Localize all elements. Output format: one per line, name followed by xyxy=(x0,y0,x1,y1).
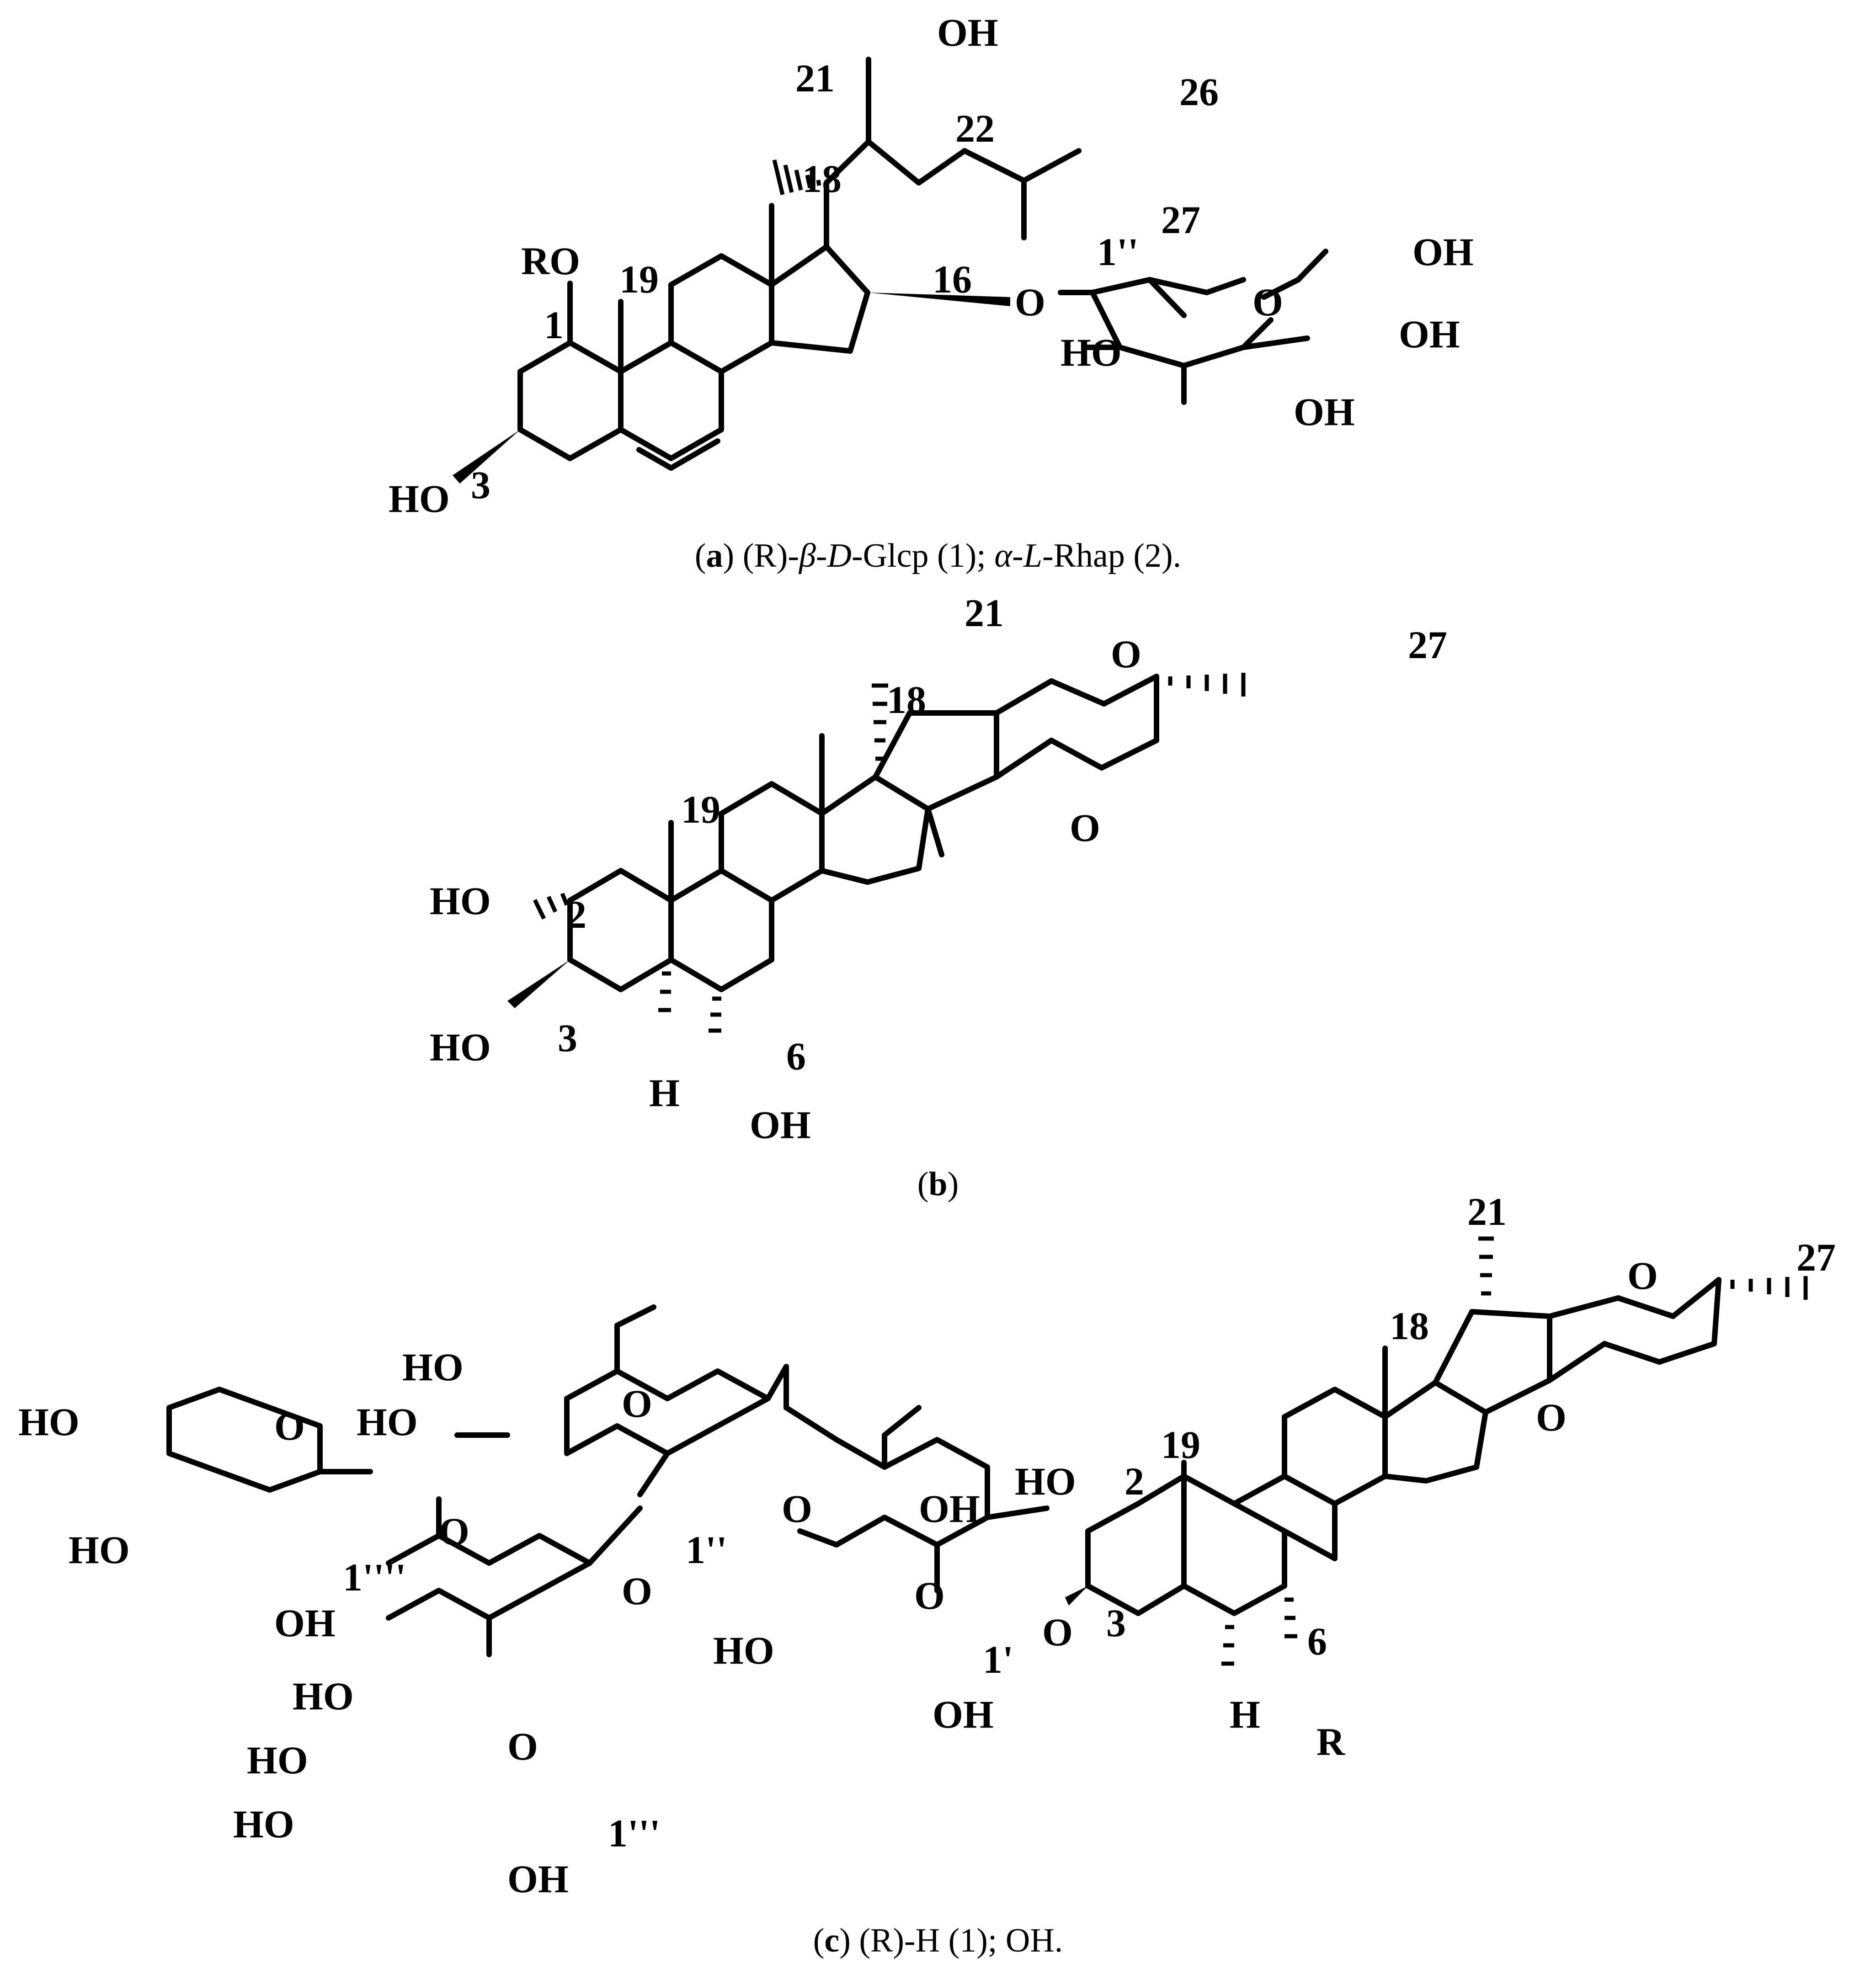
label-c-r: R xyxy=(1316,1720,1345,1764)
label-b-o-mid: O xyxy=(1070,806,1100,850)
label-b-3: 3 xyxy=(558,1016,577,1060)
label-b-h: H xyxy=(649,1071,680,1115)
label-a-ho-sugar: HO xyxy=(1061,330,1122,374)
label-b-oh-6: OH xyxy=(750,1103,811,1147)
label-c-ho-2: HO xyxy=(1015,1459,1076,1503)
label-b-18: 18 xyxy=(887,678,926,722)
label-a-27: 27 xyxy=(1161,198,1200,242)
label-c-o-xyl: O xyxy=(274,1404,305,1448)
label-a-21: 21 xyxy=(795,56,835,100)
label-a-oh-r1: OH xyxy=(1412,230,1474,274)
label-c-6: 6 xyxy=(1307,1619,1327,1663)
label-c-o-top: O xyxy=(1627,1254,1658,1298)
label-c-1pppp: 1'''' xyxy=(343,1555,406,1599)
hatch-c21 xyxy=(772,159,821,196)
caption-c: (c) (R)-H (1); OH. xyxy=(813,1922,1063,1959)
label-c-ho-xyl1: HO xyxy=(18,1400,80,1444)
hatch-b xyxy=(533,673,1246,1033)
hatch-c xyxy=(1221,1236,1808,1666)
caption-a: (a) (R)-β-D-Glcp (1); α-L-Rhap (2). xyxy=(695,537,1181,574)
structure-b: 21 O 27 18 O 19 HO 2 HO 3 6 H OH (b) xyxy=(430,591,1447,1203)
label-a-22: 22 xyxy=(955,106,995,150)
label-c-ho-gal: HO xyxy=(713,1628,774,1672)
label-c-o-link4: O xyxy=(622,1569,652,1613)
label-a-18: 18 xyxy=(802,157,842,201)
label-b-21: 21 xyxy=(965,591,1004,635)
structure-c: 21 O 27 18 HO 19 O O O HO HO HO 2 O OH H… xyxy=(18,1190,1836,1959)
label-c-19: 19 xyxy=(1161,1423,1200,1467)
label-c-21: 21 xyxy=(1467,1190,1507,1234)
label-a-ro: RO xyxy=(521,239,580,283)
label-c-ho-xyl2: HO xyxy=(69,1528,130,1572)
label-c-oh-gal: OH xyxy=(919,1487,980,1531)
label-b-6: 6 xyxy=(786,1034,806,1078)
label-c-o-mid: O xyxy=(1536,1395,1567,1439)
label-a-1pp: 1'' xyxy=(1097,230,1139,274)
structure-a: OH 21 22 26 18 27 RO 19 1'' OH 1 16 O O … xyxy=(389,11,1474,574)
label-c-o-gal: O xyxy=(914,1574,945,1617)
label-c-o-link1: O xyxy=(1042,1610,1073,1654)
label-b-27: 27 xyxy=(1408,623,1447,667)
label-c-27: 27 xyxy=(1796,1235,1836,1279)
label-c-ho-glc3a: HO xyxy=(293,1674,354,1718)
label-a-1: 1 xyxy=(544,303,564,347)
label-c-o-glc3: O xyxy=(507,1724,538,1768)
label-c-o-link2: O xyxy=(782,1487,812,1531)
label-c-h: H xyxy=(1230,1692,1260,1736)
label-a-ho-3: HO xyxy=(389,477,450,521)
label-a-oh-top: OH xyxy=(937,11,998,54)
label-a-26: 26 xyxy=(1179,70,1219,114)
label-a-3: 3 xyxy=(471,463,490,507)
label-b-o-top: O xyxy=(1111,632,1141,676)
label-b-ho-3: HO xyxy=(430,1025,491,1069)
label-a-19: 19 xyxy=(619,257,659,301)
label-b-19: 19 xyxy=(681,787,720,831)
label-c-oh-gal2: OH xyxy=(933,1692,994,1736)
label-c-o-link3: O xyxy=(439,1510,469,1553)
label-a-oh-r3: OH xyxy=(1294,390,1355,434)
label-c-ho-top: HO xyxy=(402,1345,464,1389)
label-c-3: 3 xyxy=(1106,1601,1126,1645)
label-c-2: 2 xyxy=(1125,1459,1144,1503)
label-c-o-glc2: O xyxy=(622,1382,652,1425)
label-b-ho-2: HO xyxy=(430,879,491,923)
label-c-18: 18 xyxy=(1390,1304,1429,1348)
label-c-1p: 1' xyxy=(983,1638,1013,1681)
label-b-2: 2 xyxy=(567,893,586,936)
label-c-1ppp: 1''' xyxy=(608,1811,661,1855)
label-c-oh-glc3: OH xyxy=(507,1857,569,1901)
label-c-1pp: 1'' xyxy=(686,1528,727,1572)
caption-b: (b) xyxy=(917,1165,959,1203)
label-c-ho-glc2: HO xyxy=(357,1400,418,1444)
label-c-ho-glc3b: HO xyxy=(247,1738,308,1782)
label-c-ho-glc3c: HO xyxy=(233,1802,294,1846)
label-a-16: 16 xyxy=(933,257,972,301)
label-a-o-ring: O xyxy=(1252,280,1283,324)
label-c-oh-xyl3: OH xyxy=(274,1601,336,1645)
label-a-oh-r2: OH xyxy=(1399,312,1460,356)
label-a-o-link: O xyxy=(1015,280,1045,324)
